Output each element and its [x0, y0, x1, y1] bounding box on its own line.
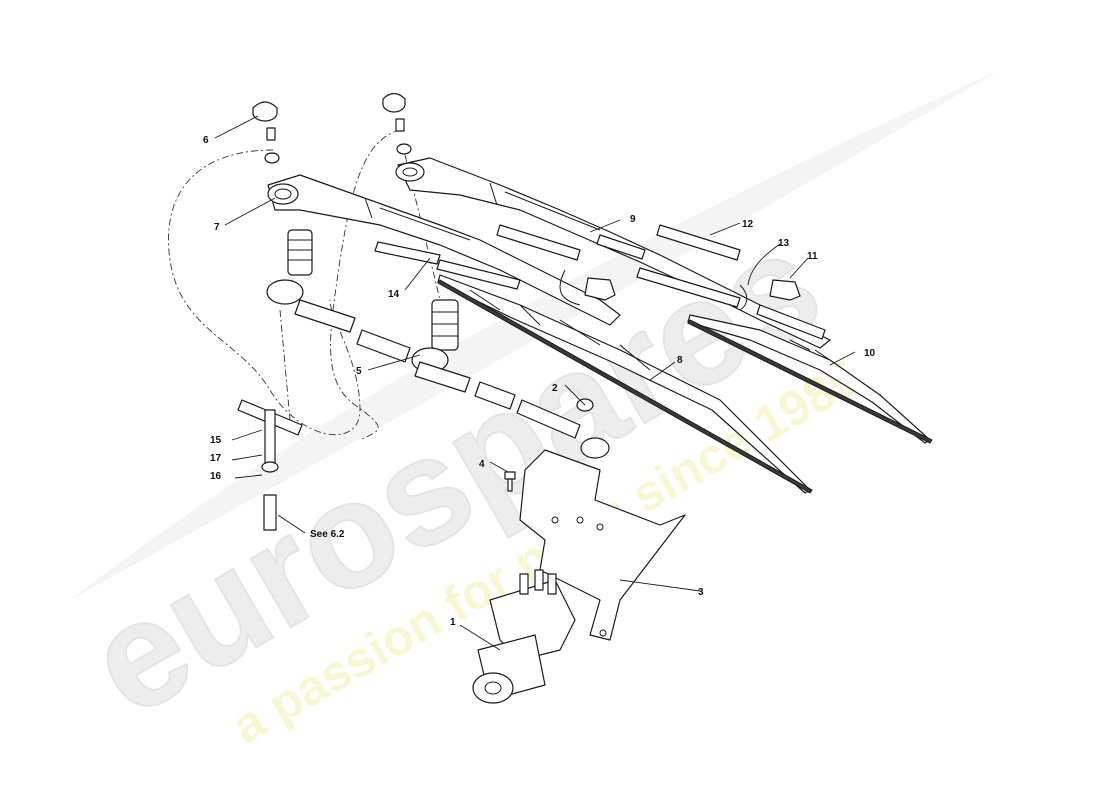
callout-14: 14: [388, 289, 400, 300]
mounting-bracket: [519, 449, 686, 641]
hoses: [374, 224, 826, 340]
callout-13: 13: [778, 238, 790, 249]
callout-12: 12: [742, 219, 754, 230]
linkage-tubes: [294, 299, 610, 459]
callout-7: 7: [214, 222, 220, 233]
callout-3: 3: [698, 587, 704, 598]
reference-note: See 6.2: [310, 529, 345, 540]
wiper-blade-left: [437, 274, 813, 494]
wiper-arm-left: [267, 174, 621, 326]
callout-2: 2: [552, 383, 558, 394]
callout-5: 5: [356, 366, 362, 377]
callout-11: 11: [807, 251, 818, 262]
callout-8: 8: [677, 355, 683, 366]
wiper-blade-right: [687, 314, 933, 444]
callout-1: 1: [450, 617, 456, 628]
callout-labels: 6 7 14 5 2 4 3 1 9 12 13 11 10 8 15 17 1…: [203, 135, 876, 628]
cap-and-nut-left: [252, 101, 280, 164]
spindle-left: [266, 229, 313, 305]
callout-10: 10: [864, 348, 876, 359]
callout-15: 15: [210, 435, 222, 446]
washer-jets: [584, 277, 801, 301]
t-piece-connector: [237, 399, 303, 531]
callout-9: 9: [630, 214, 636, 225]
callout-17: 17: [210, 453, 222, 464]
screw: [504, 471, 516, 492]
callout-16: 16: [210, 471, 222, 482]
cap-and-nut-right: [382, 92, 412, 155]
callout-6: 6: [203, 135, 209, 146]
callout-4: 4: [479, 459, 485, 470]
leader-lines: [214, 115, 856, 651]
wiper-motor: [472, 569, 576, 704]
